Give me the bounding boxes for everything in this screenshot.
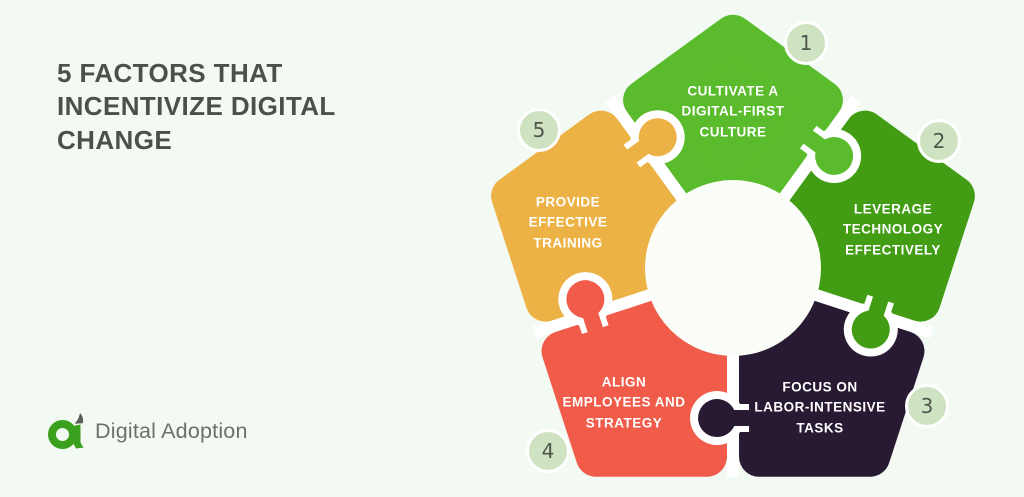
logo-icon [48, 413, 84, 449]
page-title: 5 FACTORS THAT INCENTIVIZE DIGITAL CHANG… [57, 58, 336, 155]
factor-label-1: CULTIVATE A DIGITAL-FIRST CULTURE [681, 83, 785, 140]
factor-number-badge-1: 1 [784, 21, 828, 65]
factor-label-2: LEVERAGE TECHNOLOGY EFFECTIVELY [842, 201, 944, 258]
factor-number-badge-2: 2 [917, 119, 961, 163]
factor-label-5: PROVIDE EFFECTIVE TRAINING [528, 194, 608, 251]
factor-number-badge-3: 3 [905, 384, 949, 428]
factor-number-badge-5: 5 [517, 108, 561, 152]
factor-number-badge-4: 4 [526, 429, 570, 473]
puzzle-tab-3 [698, 399, 752, 438]
factor-label-3: FOCUS ON LABOR-INTENSIVE TASKS [754, 379, 886, 436]
logo-text: Digital Adoption [95, 418, 248, 443]
puzzle-tab-4 [566, 280, 605, 334]
digital-adoption-logo: Digital Adoption [48, 412, 248, 450]
puzzle-tab-2 [851, 294, 890, 349]
puzzle-tab-1 [801, 129, 854, 175]
center-circle [645, 180, 821, 356]
factor-label-4: ALIGN EMPLOYEES AND STRATEGY [562, 374, 686, 431]
puzzle-tab-5 [625, 118, 677, 164]
